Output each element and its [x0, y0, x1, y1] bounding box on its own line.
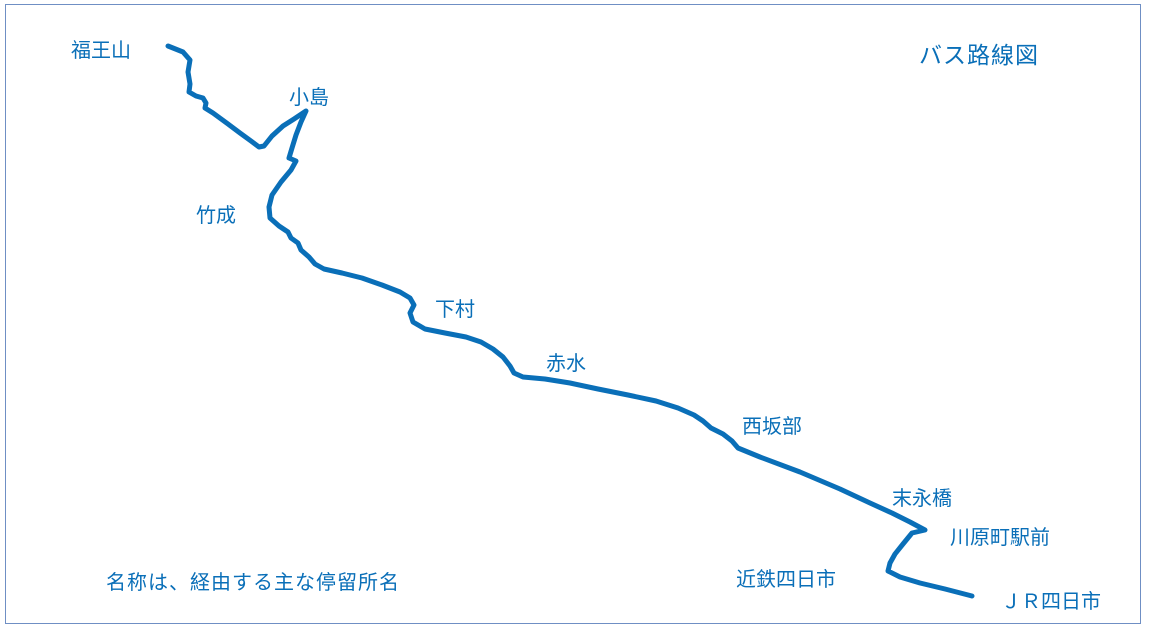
map-frame	[5, 4, 1141, 624]
stop-label-kawaramachi: 川原町駅前	[950, 525, 1050, 549]
map-title: バス路線図	[919, 43, 1039, 69]
stop-label-akamizu: 赤水	[546, 351, 586, 375]
stop-label-kojima: 小島	[289, 85, 329, 109]
stop-label-takenari: 竹成	[196, 203, 236, 227]
map-note: 名称は、経由する主な停留所名	[106, 570, 400, 594]
stop-label-shimomura: 下村	[435, 297, 475, 321]
stop-label-suenagabashi: 末永橋	[892, 486, 952, 510]
stop-label-jr-yokkaichi: ＪＲ四日市	[1001, 589, 1101, 613]
stop-label-nishisakabe: 西坂部	[742, 414, 802, 438]
bus-route-line	[165, 43, 975, 599]
stop-label-fukuouzan: 福王山	[71, 38, 131, 62]
stop-label-kintetsu-yokkaichi: 近鉄四日市	[736, 567, 836, 591]
